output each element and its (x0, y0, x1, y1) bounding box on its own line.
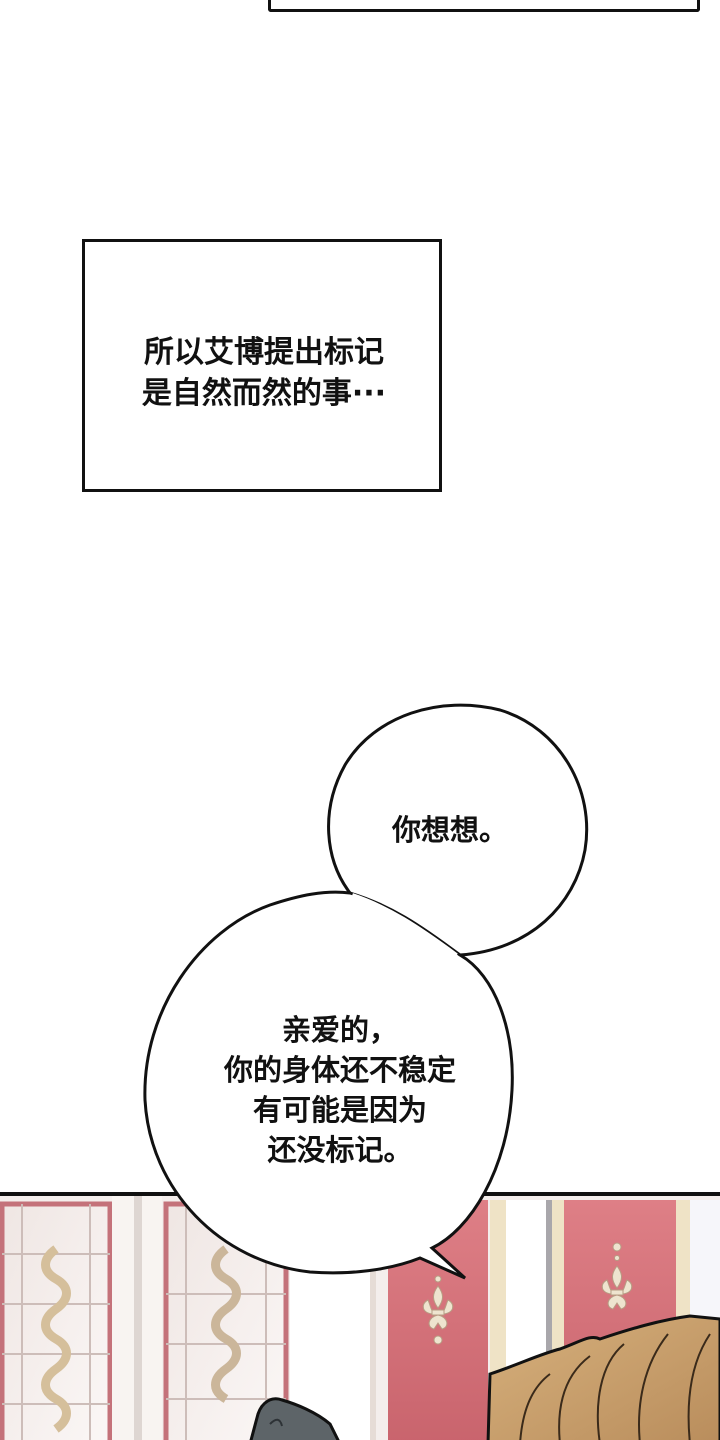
stained-glass-window (0, 1201, 113, 1440)
comic-scene-panel (0, 1192, 720, 1440)
scene-illustration (0, 1196, 720, 1440)
blond-hair-character (486, 1314, 720, 1440)
bubble-line: 你想想。 (392, 813, 509, 847)
bubble-line: 亲爱的， (281, 1013, 398, 1047)
narration-text: 所以艾博提出标记 是自然而然的事··· (142, 332, 386, 414)
fleur-de-lis-ornament (601, 1242, 633, 1310)
fleur-de-lis-ornament (422, 1275, 454, 1345)
dark-hair-character (249, 1397, 340, 1440)
speech-bubble-1-text: 你想想。 (392, 810, 508, 850)
narration-line: 所以艾博提出标记 (143, 334, 384, 370)
bubble-line: 你的身体还不稳定 (223, 1053, 456, 1087)
bubble-line: 还没标记。 (267, 1133, 413, 1167)
previous-panel-edge (268, 0, 700, 12)
narration-line: 是自然而然的事··· (141, 375, 387, 411)
bubble-line: 有可能是因为 (252, 1093, 427, 1127)
narration-box: 所以艾博提出标记 是自然而然的事··· (82, 239, 442, 492)
speech-bubble-2-text: 亲爱的， 你的身体还不稳定 有可能是因为 还没标记。 (180, 1010, 500, 1170)
